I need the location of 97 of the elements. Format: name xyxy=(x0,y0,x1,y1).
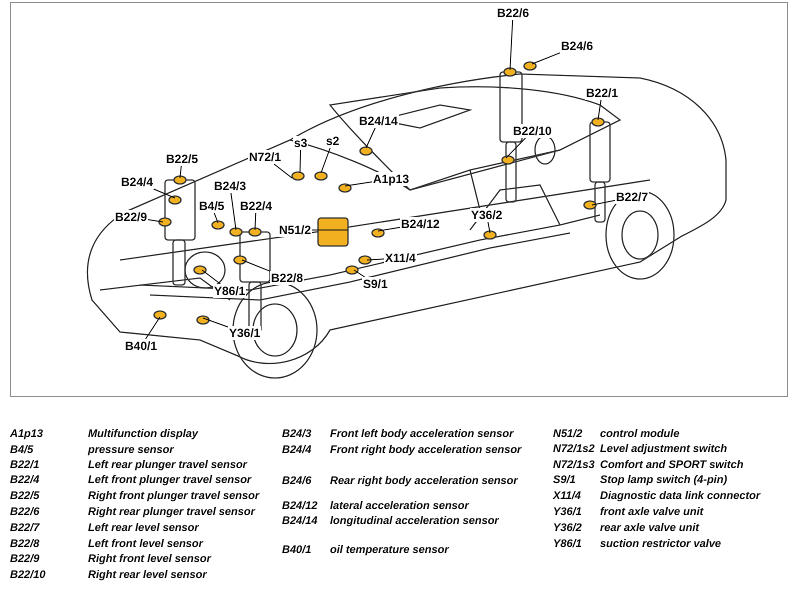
callout-label: B22/8 xyxy=(270,271,304,285)
callout-label: B24/3 xyxy=(213,179,248,193)
part-description: Right rear plunger travel sensor xyxy=(88,506,256,519)
callout-label: B22/4 xyxy=(239,199,274,213)
leader-line xyxy=(254,212,256,230)
part-code: N72/1s3 xyxy=(553,459,595,472)
part-code: B22/4 xyxy=(10,474,40,487)
part-description: Rear right body acceleration sensor xyxy=(330,475,520,488)
leader-line xyxy=(344,181,372,186)
callout-label: X11/4 xyxy=(384,251,417,265)
part-description: front axle valve unit xyxy=(600,506,704,519)
leader-line xyxy=(506,138,526,158)
part-description: Diagnostic data link connector xyxy=(600,490,762,503)
callout-label: N72/1 xyxy=(248,150,282,164)
callout-label: s3 xyxy=(293,136,308,150)
leader-line xyxy=(180,166,182,178)
leader-line xyxy=(354,270,366,278)
part-description: oil temperature sensor xyxy=(330,544,450,557)
part-code: X11/4 xyxy=(553,490,581,503)
part-code: B22/8 xyxy=(10,538,40,551)
leader-line xyxy=(214,212,218,224)
part-code: B24/4 xyxy=(282,444,312,457)
callout-label: B22/6 xyxy=(496,6,530,20)
callout-label: B4/5 xyxy=(198,199,226,213)
part-description: Front right body acceleration sensor xyxy=(330,444,523,457)
callout-label: s2 xyxy=(325,134,340,148)
part-code: Y36/2 xyxy=(553,522,582,535)
leader-line xyxy=(510,20,514,70)
leader-line xyxy=(274,164,292,178)
part-description: Right front level sensor xyxy=(88,553,212,566)
leader-line xyxy=(202,270,221,284)
part-code: B22/5 xyxy=(10,490,40,503)
part-description: longitudinal acceleration sensor xyxy=(330,515,500,528)
part-description: Level adjustment switch xyxy=(600,443,728,456)
leader-line xyxy=(145,316,160,340)
part-code: N51/2 xyxy=(553,428,582,441)
part-description: Right rear level sensor xyxy=(88,569,208,582)
part-code: B24/3 xyxy=(282,428,312,441)
callout-label: B22/7 xyxy=(615,190,650,204)
callout-label: B24/14 xyxy=(358,114,399,128)
part-code: B24/12 xyxy=(282,500,318,513)
leader-line xyxy=(378,226,400,232)
callout-label: A1p13 xyxy=(372,172,410,186)
callout-label: B22/10 xyxy=(512,124,553,138)
part-code: B4/5 xyxy=(10,444,34,457)
part-description: Left rear level sensor xyxy=(88,522,200,535)
callout-label: N51/2 xyxy=(278,223,312,237)
part-code: Y36/1 xyxy=(553,506,582,519)
part-code: N72/1s2 xyxy=(553,443,595,456)
part-code: S9/1 xyxy=(553,474,576,487)
part-description: lateral acceleration sensor xyxy=(330,500,470,513)
part-code: B22/9 xyxy=(10,553,40,566)
callout-label: B24/6 xyxy=(560,39,594,53)
part-code: B22/6 xyxy=(10,506,40,519)
leader-line xyxy=(242,260,270,272)
part-description: Stop lamp switch (4-pin) xyxy=(600,474,728,487)
part-description: Multifunction display xyxy=(88,428,200,441)
part-description: pressure sensor xyxy=(88,444,176,457)
leader-line xyxy=(320,148,331,174)
leader-line xyxy=(487,222,490,234)
callout-label: B22/9 xyxy=(114,210,148,224)
part-description: Left front level sensor xyxy=(88,538,204,551)
part-description: control module xyxy=(600,428,680,441)
leader-line xyxy=(230,192,236,230)
callout-label: B24/4 xyxy=(120,175,154,189)
callout-label: Y36/2 xyxy=(470,208,504,222)
part-description: Left front plunger travel sensor xyxy=(88,474,253,487)
callout-label: S9/1 xyxy=(362,277,389,291)
part-description: Front left body acceleration sensor xyxy=(330,428,515,441)
leader-line xyxy=(300,150,302,174)
callout-label: B22/1 xyxy=(585,86,620,100)
part-code: Y86/1 xyxy=(553,538,582,551)
callout-label: B22/5 xyxy=(165,152,200,166)
leader-line xyxy=(532,52,560,64)
leader-line xyxy=(153,188,176,198)
part-description: Comfort and SPORT switch xyxy=(600,459,744,472)
part-code: B40/1 xyxy=(282,544,312,557)
part-description: suction restrictor valve xyxy=(600,538,722,551)
part-code: A1p13 xyxy=(10,428,44,441)
part-description: rear axle valve unit xyxy=(600,522,700,535)
leader-line xyxy=(148,219,164,222)
part-code: B22/7 xyxy=(10,522,40,535)
leader-line xyxy=(366,258,384,260)
leader-line xyxy=(592,200,616,206)
leader-line xyxy=(202,318,228,328)
callout-label: B40/1 xyxy=(124,339,158,353)
callout-label: Y86/1 xyxy=(213,284,246,298)
leader-line xyxy=(598,100,602,120)
callout-label: B24/12 xyxy=(400,217,441,231)
part-description: Right front plunger travel sensor xyxy=(88,490,261,503)
callout-label: Y36/1 xyxy=(228,326,262,340)
part-description: Left rear plunger travel sensor xyxy=(88,459,248,472)
part-code: B22/10 xyxy=(10,569,46,582)
part-code: B24/14 xyxy=(282,515,318,528)
leader-line xyxy=(366,128,376,148)
part-code: B24/6 xyxy=(282,475,312,488)
part-code: B22/1 xyxy=(10,459,40,472)
